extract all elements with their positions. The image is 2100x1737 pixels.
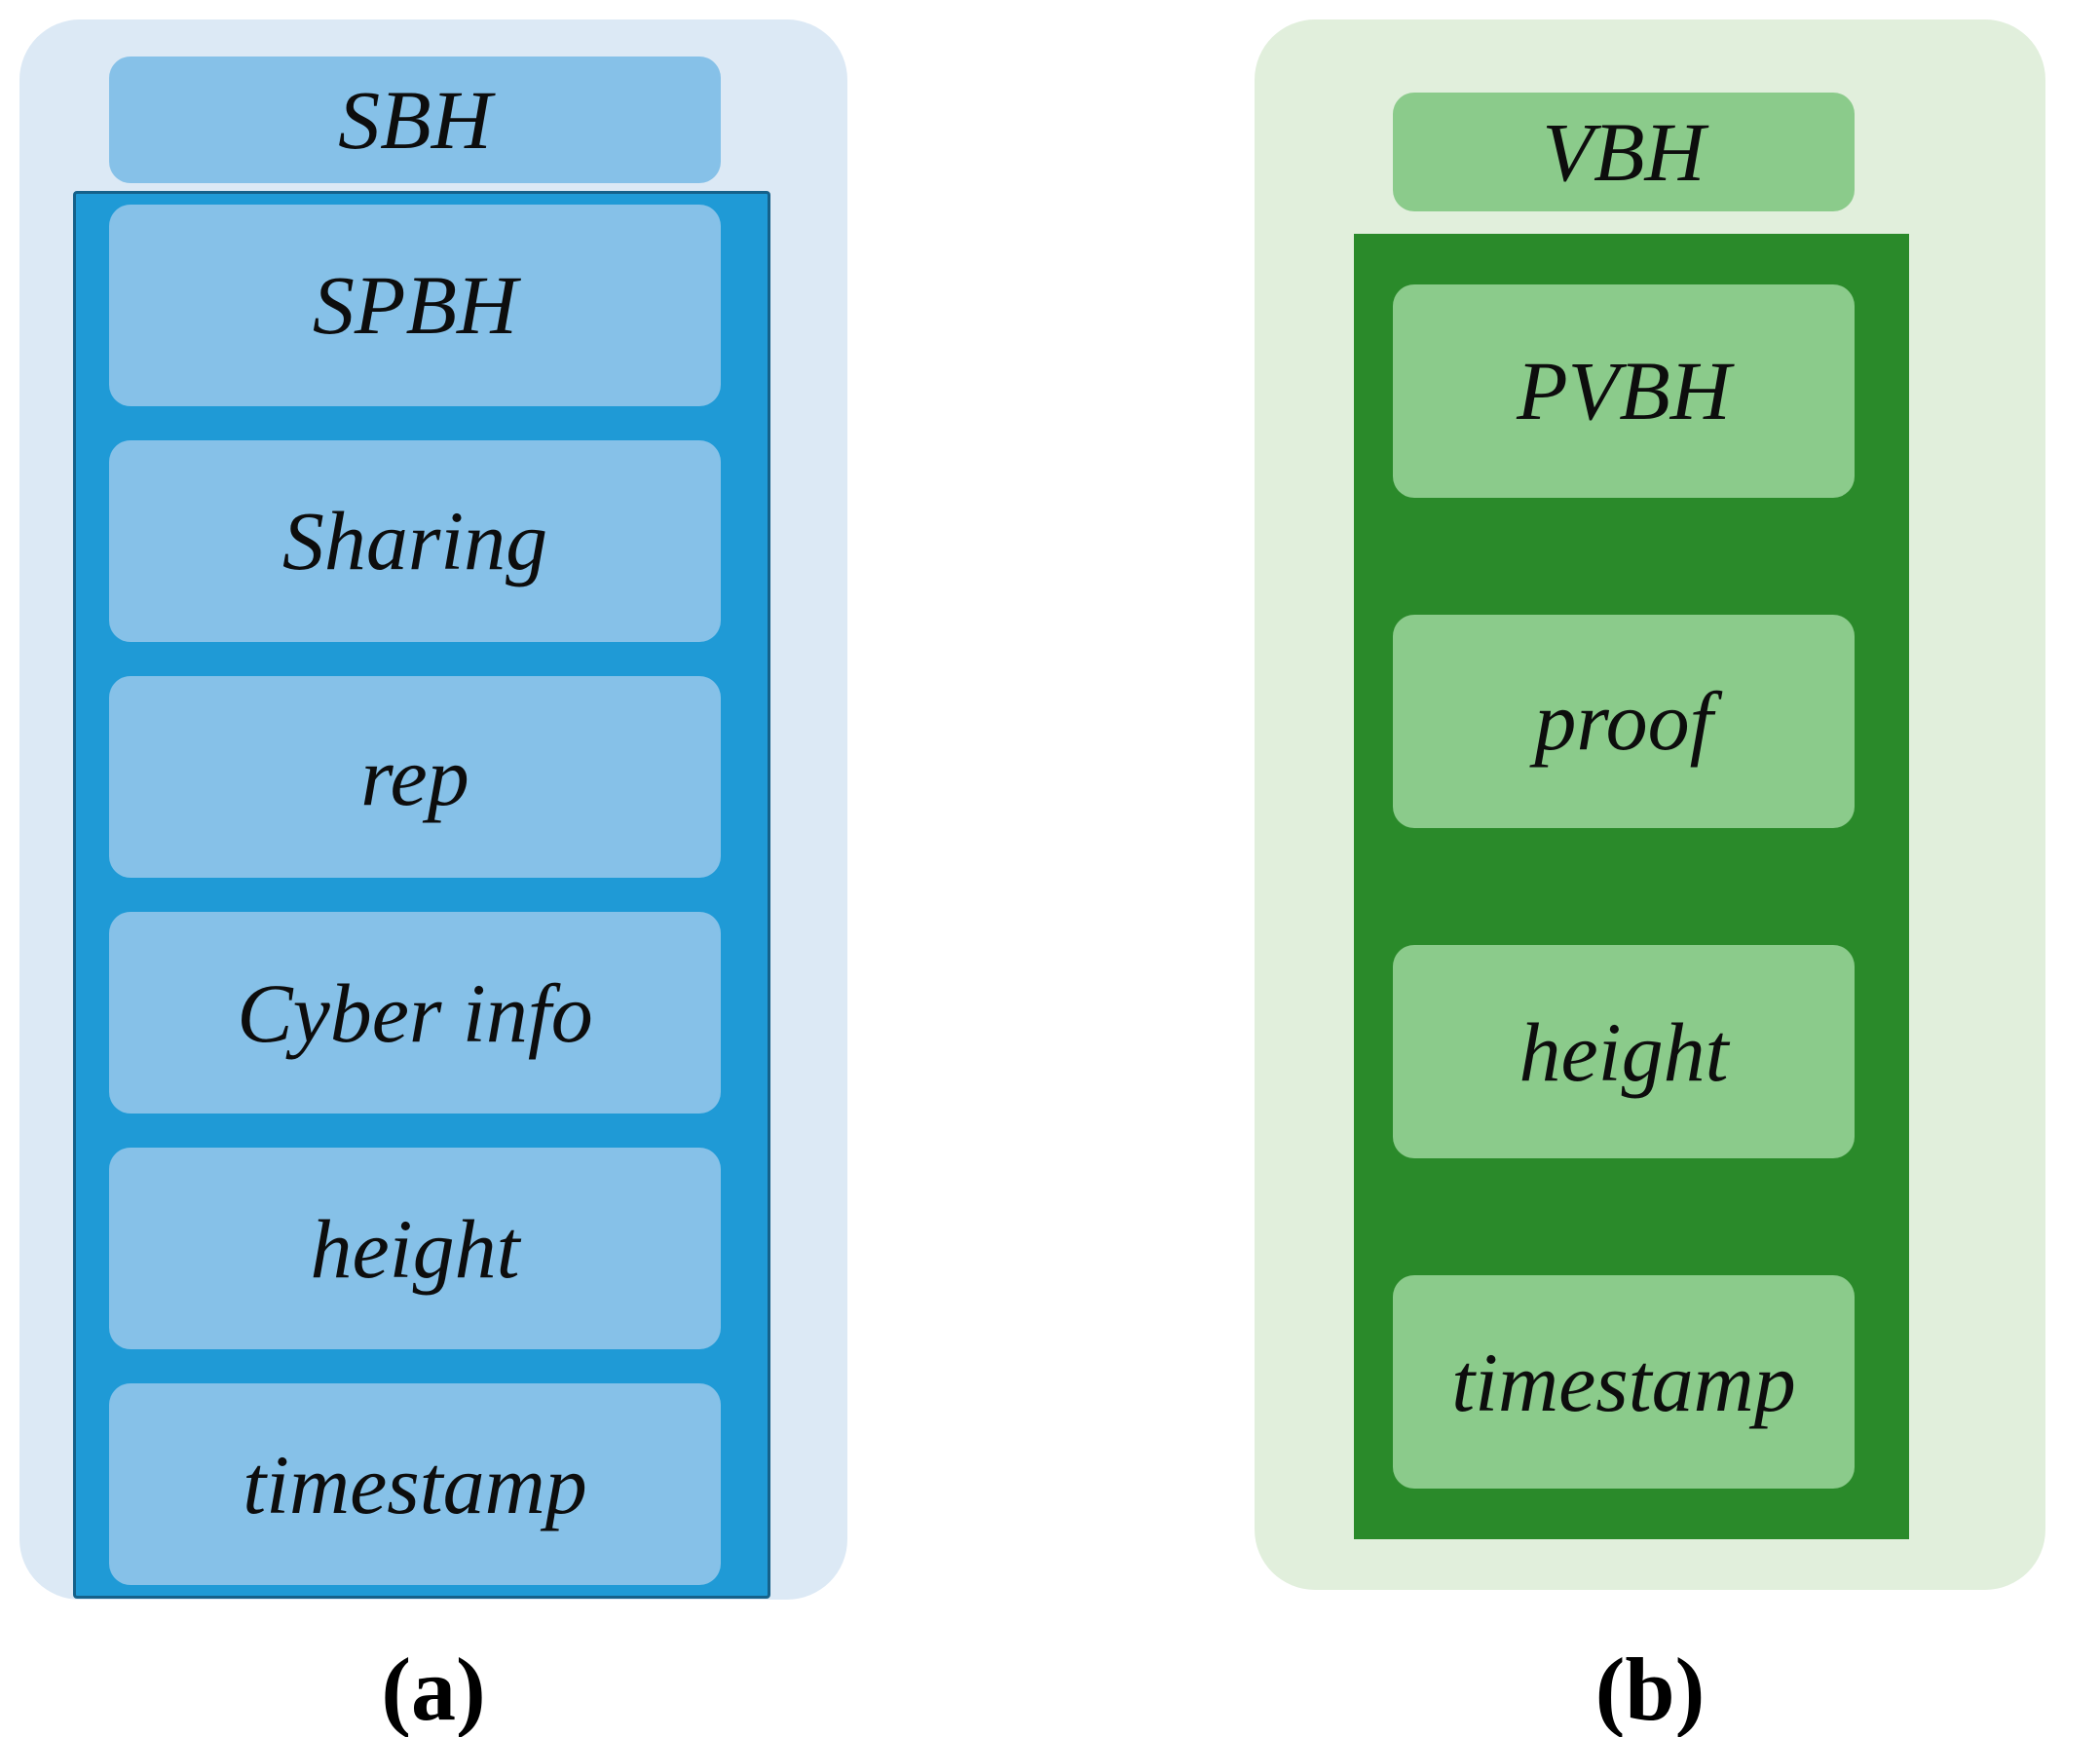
chip-rep-label: rep: [360, 730, 469, 824]
caption-a: (a): [19, 1644, 847, 1734]
chip-timestamp-b-label: timestamp: [1451, 1335, 1796, 1429]
chip-sbh: SBH: [109, 57, 721, 183]
chip-sharing-label: Sharing: [281, 494, 548, 588]
caption-a-label: (a): [381, 1640, 486, 1737]
chip-spbh-label: SPBH: [312, 258, 518, 353]
chip-cyber-info-label: Cyber info: [237, 965, 593, 1060]
chip-pvbh: PVBH: [1393, 284, 1855, 498]
chip-height: height: [109, 1148, 721, 1349]
caption-b-label: (b): [1594, 1640, 1706, 1737]
chip-height-b: height: [1393, 945, 1855, 1158]
chip-rep: rep: [109, 676, 721, 878]
chip-timestamp-label: timestamp: [243, 1437, 587, 1531]
chip-sbh-label: SBH: [338, 73, 492, 167]
panel-a-inner-container: [73, 191, 770, 1599]
chip-spbh: SPBH: [109, 205, 721, 406]
chip-proof: proof: [1393, 615, 1855, 828]
chip-sharing: Sharing: [109, 440, 721, 642]
chip-pvbh-label: PVBH: [1517, 344, 1731, 438]
chip-vbh: VBH: [1393, 93, 1855, 211]
chip-cyber-info: Cyber info: [109, 912, 721, 1114]
chip-timestamp-b: timestamp: [1393, 1275, 1855, 1489]
chip-proof-label: proof: [1534, 674, 1713, 769]
chip-timestamp: timestamp: [109, 1383, 721, 1585]
chip-height-label: height: [310, 1201, 520, 1296]
chip-vbh-label: VBH: [1542, 105, 1706, 199]
caption-b: (b): [1255, 1644, 2045, 1734]
chip-height-b-label: height: [1519, 1004, 1729, 1099]
